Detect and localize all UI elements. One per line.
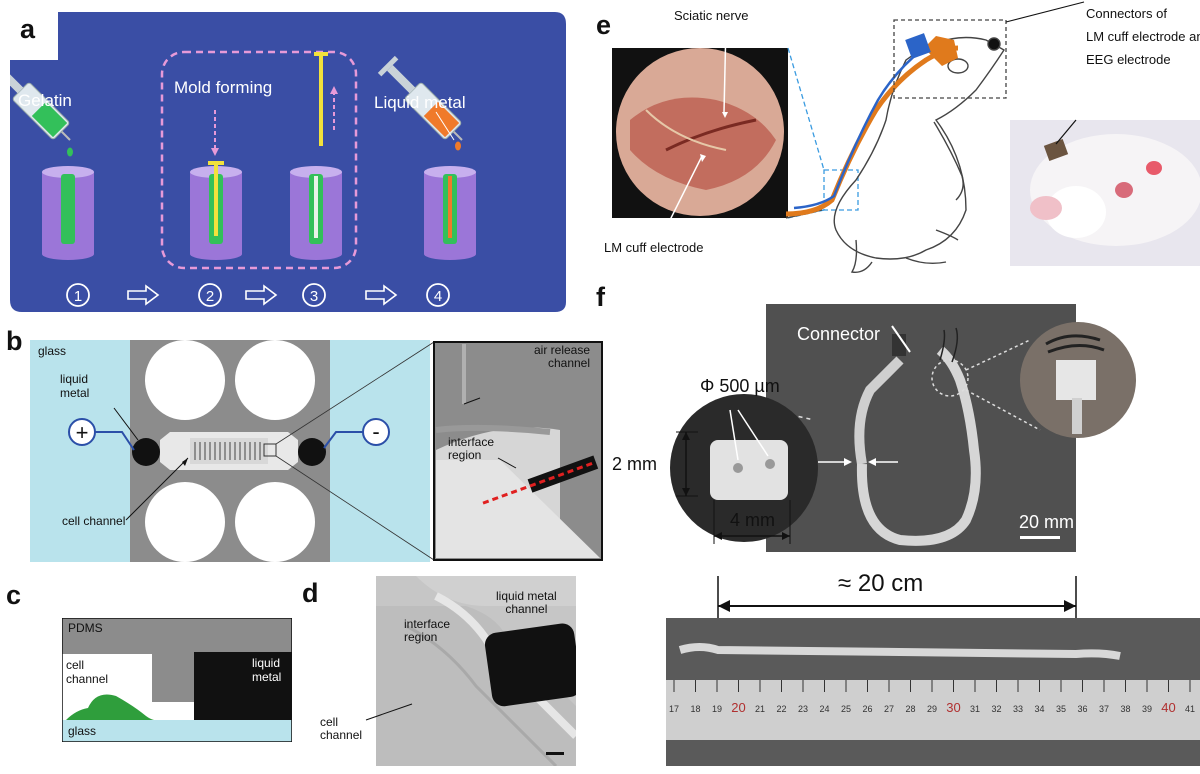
- gelatin-drop: [67, 147, 73, 157]
- step-3: 3: [310, 288, 318, 305]
- ruler-tick-label: 31: [970, 704, 980, 714]
- panel-f: 17 18 19 20 21 22 23 24 25 26 27 28 29 30 31 32 33 34 35 36…: [600, 300, 1200, 766]
- panel-label-e: e: [596, 10, 612, 40]
- interface-region-label-b: interface region: [448, 435, 495, 462]
- ruler-tick-label: 37: [1099, 704, 1109, 714]
- panel-f-diagram: 17 18 19 20 21 22 23 24 25 26 27 28 29 30 31 32 33 34 35 36…: [666, 304, 1200, 766]
- length-label: ≈ 20 cm: [838, 570, 924, 597]
- glass-label-c: glass: [68, 724, 97, 738]
- rat-illustration: [785, 36, 1005, 273]
- panel-d-micrograph: [376, 576, 582, 768]
- panel-label-b: b: [6, 326, 23, 356]
- step-1: 1: [74, 288, 82, 305]
- ruler-tick-label: 20: [731, 700, 745, 715]
- cell-channel-label-d: cell channel: [320, 715, 363, 742]
- ruler-tick-label: 23: [798, 704, 808, 714]
- panel-e: [606, 0, 1200, 290]
- scale-bar-d: [546, 752, 564, 755]
- glass-label-b: glass: [38, 344, 67, 358]
- ruler-tick-label: 18: [690, 704, 700, 714]
- cell-channel-label-c: cell channel: [66, 658, 109, 686]
- step-4: 4: [434, 288, 442, 305]
- panel-c-diagram: [61, 617, 293, 743]
- ruler-tick-label: 28: [905, 704, 915, 714]
- cell: [66, 694, 154, 720]
- ruler-tick-label: 26: [862, 704, 872, 714]
- scale-bar-f: [1020, 536, 1060, 539]
- liquid-metal-channel-label: liquid metal channel: [496, 589, 557, 616]
- ruler-tick-label: 39: [1142, 704, 1152, 714]
- ruler-tick-label: 34: [1034, 704, 1044, 714]
- height-label: 2 mm: [612, 454, 657, 474]
- scale-label: 20 mm: [1019, 512, 1075, 532]
- electrode-photo: [766, 304, 1076, 552]
- cylinder-3: [290, 166, 342, 260]
- ruler-tick-label: 24: [819, 704, 829, 714]
- panel-b: + -: [30, 340, 605, 562]
- width-label: 4 mm: [730, 510, 775, 530]
- air-release-label: air release channel: [534, 343, 591, 370]
- panel-label-f: f: [596, 282, 605, 312]
- cylinder-2: [190, 161, 242, 260]
- ruler-tick-label: 19: [712, 704, 722, 714]
- mold-forming-dashed-box: [160, 50, 358, 270]
- liquid-metal-label-c: liquid metal: [252, 656, 282, 684]
- cell-channel-label-b: cell channel: [62, 514, 126, 528]
- liquid-metal-inlet-right: [298, 438, 326, 466]
- interface-region-label-d: interface region: [404, 617, 451, 644]
- step-arrows: [127, 284, 398, 306]
- syringe-metal: [377, 55, 463, 141]
- ruler-tick-label: 30: [946, 700, 960, 715]
- panel-d: [376, 576, 582, 768]
- liquid-metal-label-b: liquid metal: [60, 372, 90, 400]
- plus-sign: +: [76, 420, 89, 445]
- gelatin-label: Gelatin: [18, 91, 72, 110]
- liquid-metal-inlet-left: [132, 438, 160, 466]
- ruler-tick-label: 40: [1161, 700, 1175, 715]
- diameter-label: Φ 500 µm: [700, 376, 780, 396]
- ruler-tick-label: 32: [991, 704, 1001, 714]
- minus-sign: -: [372, 419, 379, 444]
- electrode-wire: [854, 356, 904, 465]
- step-2: 2: [206, 288, 214, 305]
- ruler-tick-label: 25: [841, 704, 851, 714]
- lm-cuff-electrode-label: LM cuff electrode: [604, 240, 704, 255]
- ruler-tick-label: 33: [1013, 704, 1023, 714]
- liquid-metal-channel-d: [484, 623, 582, 707]
- panel-b-diagram: + -: [30, 340, 603, 562]
- sciatic-nerve-label: Sciatic nerve: [674, 8, 749, 23]
- panel-label-a: a: [20, 14, 36, 44]
- ruler-tick-label: 21: [755, 704, 765, 714]
- ruler-tick-label: 22: [776, 704, 786, 714]
- connectors-label: Connectors of LM cuff electrode and EEG …: [1086, 6, 1200, 67]
- cylinder-1: [42, 166, 94, 260]
- pdms-label: PDMS: [68, 621, 103, 635]
- panel-a-diagram: 1 2 3 4 Gelatin Mold forming Liquid meta…: [0, 12, 566, 312]
- liquid-metal-label: Liquid metal: [374, 93, 466, 112]
- panel-label-d: d: [302, 578, 319, 608]
- connector-label: Connector: [797, 324, 881, 344]
- ruler-tick-label: 17: [669, 704, 679, 714]
- panel-label-c: c: [6, 580, 22, 610]
- ruler-tick-label: 38: [1120, 704, 1130, 714]
- panel-e-diagram: [612, 1, 1200, 273]
- ruler-tick-label: 27: [884, 704, 894, 714]
- panel-a: 1 2 3 4 Gelatin Mold forming Liquid meta…: [0, 0, 570, 312]
- metal-drop: [455, 141, 461, 151]
- ruler-tick-label: 36: [1077, 704, 1087, 714]
- cell-channel-pointer: [365, 703, 413, 721]
- ruler-tick-label: 41: [1185, 704, 1195, 714]
- ruler-tick-label: 35: [1056, 704, 1066, 714]
- panel-c: [61, 617, 293, 743]
- cylinder-4: [424, 166, 476, 260]
- ruler-tick-label: 29: [927, 704, 937, 714]
- mold-forming-label: Mold forming: [174, 78, 272, 97]
- syringe-gelatin: [0, 55, 71, 141]
